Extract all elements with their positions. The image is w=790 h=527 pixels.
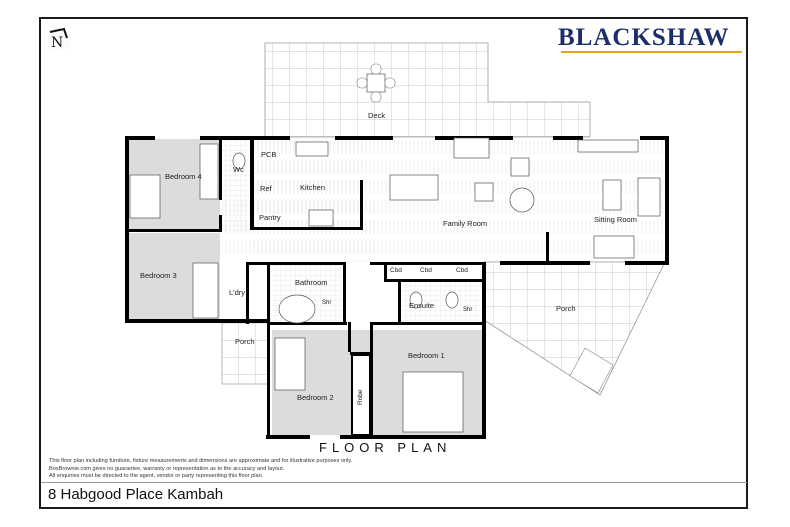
disclaimer-line: This floor plan including furniture, fix… [49,458,353,464]
room-label-bedroom1: Bedroom 1 [408,351,445,360]
room-label-ensuite: Ensuite [409,301,435,310]
deck-area [264,42,591,138]
disclaimer: This floor plan including furniture, fix… [49,458,352,481]
room-label-ensuite-shower: Shr [463,307,473,313]
room-label-sitting-room: Sitting Room [594,215,637,224]
room-label-bathroom: Bathroom [295,278,328,287]
room-label-family-room: Family Room [443,219,488,228]
property-address: 8 Habgood Place Kambah [48,486,224,503]
page-frame [39,17,748,509]
room-label-deck: Deck [368,111,386,120]
room-label-bedroom4: Bedroom 4 [165,172,202,181]
disclaimer-line: BoxBrownie.com gives no guarantee, warra… [49,465,285,472]
room-label-porch-west: Porch [235,337,255,346]
footer-divider [41,482,747,483]
room-label-wc: Wc [233,165,244,174]
brand-logo-underline [561,51,742,53]
room-label-bedroom3: Bedroom 3 [140,271,177,280]
disclaimer-line: All enquiries must be directed to the ag… [49,473,264,479]
room-label-kitchen: Kitchen [300,183,326,192]
svg-text:N: N [51,35,63,51]
room-label-bedroom2: Bedroom 2 [297,393,334,402]
room-label-porch-east: Porch [556,304,576,313]
room-label-cupboard-3: Cbd [456,267,468,274]
room-label-pcb: PCB [261,150,277,159]
room-label-pantry: Pantry [259,213,281,222]
room-label-robe: Robe [357,389,364,405]
north-arrow-icon: N [47,27,71,51]
room-label-ref: Ref [260,184,272,193]
floor-plan-title: FLOOR PLAN [319,440,452,455]
room-label-cupboard-2: Cbd [420,267,432,274]
room-label-cupboard-1: Cbd [390,267,402,274]
room-label-laundry: L'dry [229,288,246,297]
room-label-bathroom-shower: Shr [322,300,332,306]
brand-logo: BLACKSHAW [558,24,730,51]
